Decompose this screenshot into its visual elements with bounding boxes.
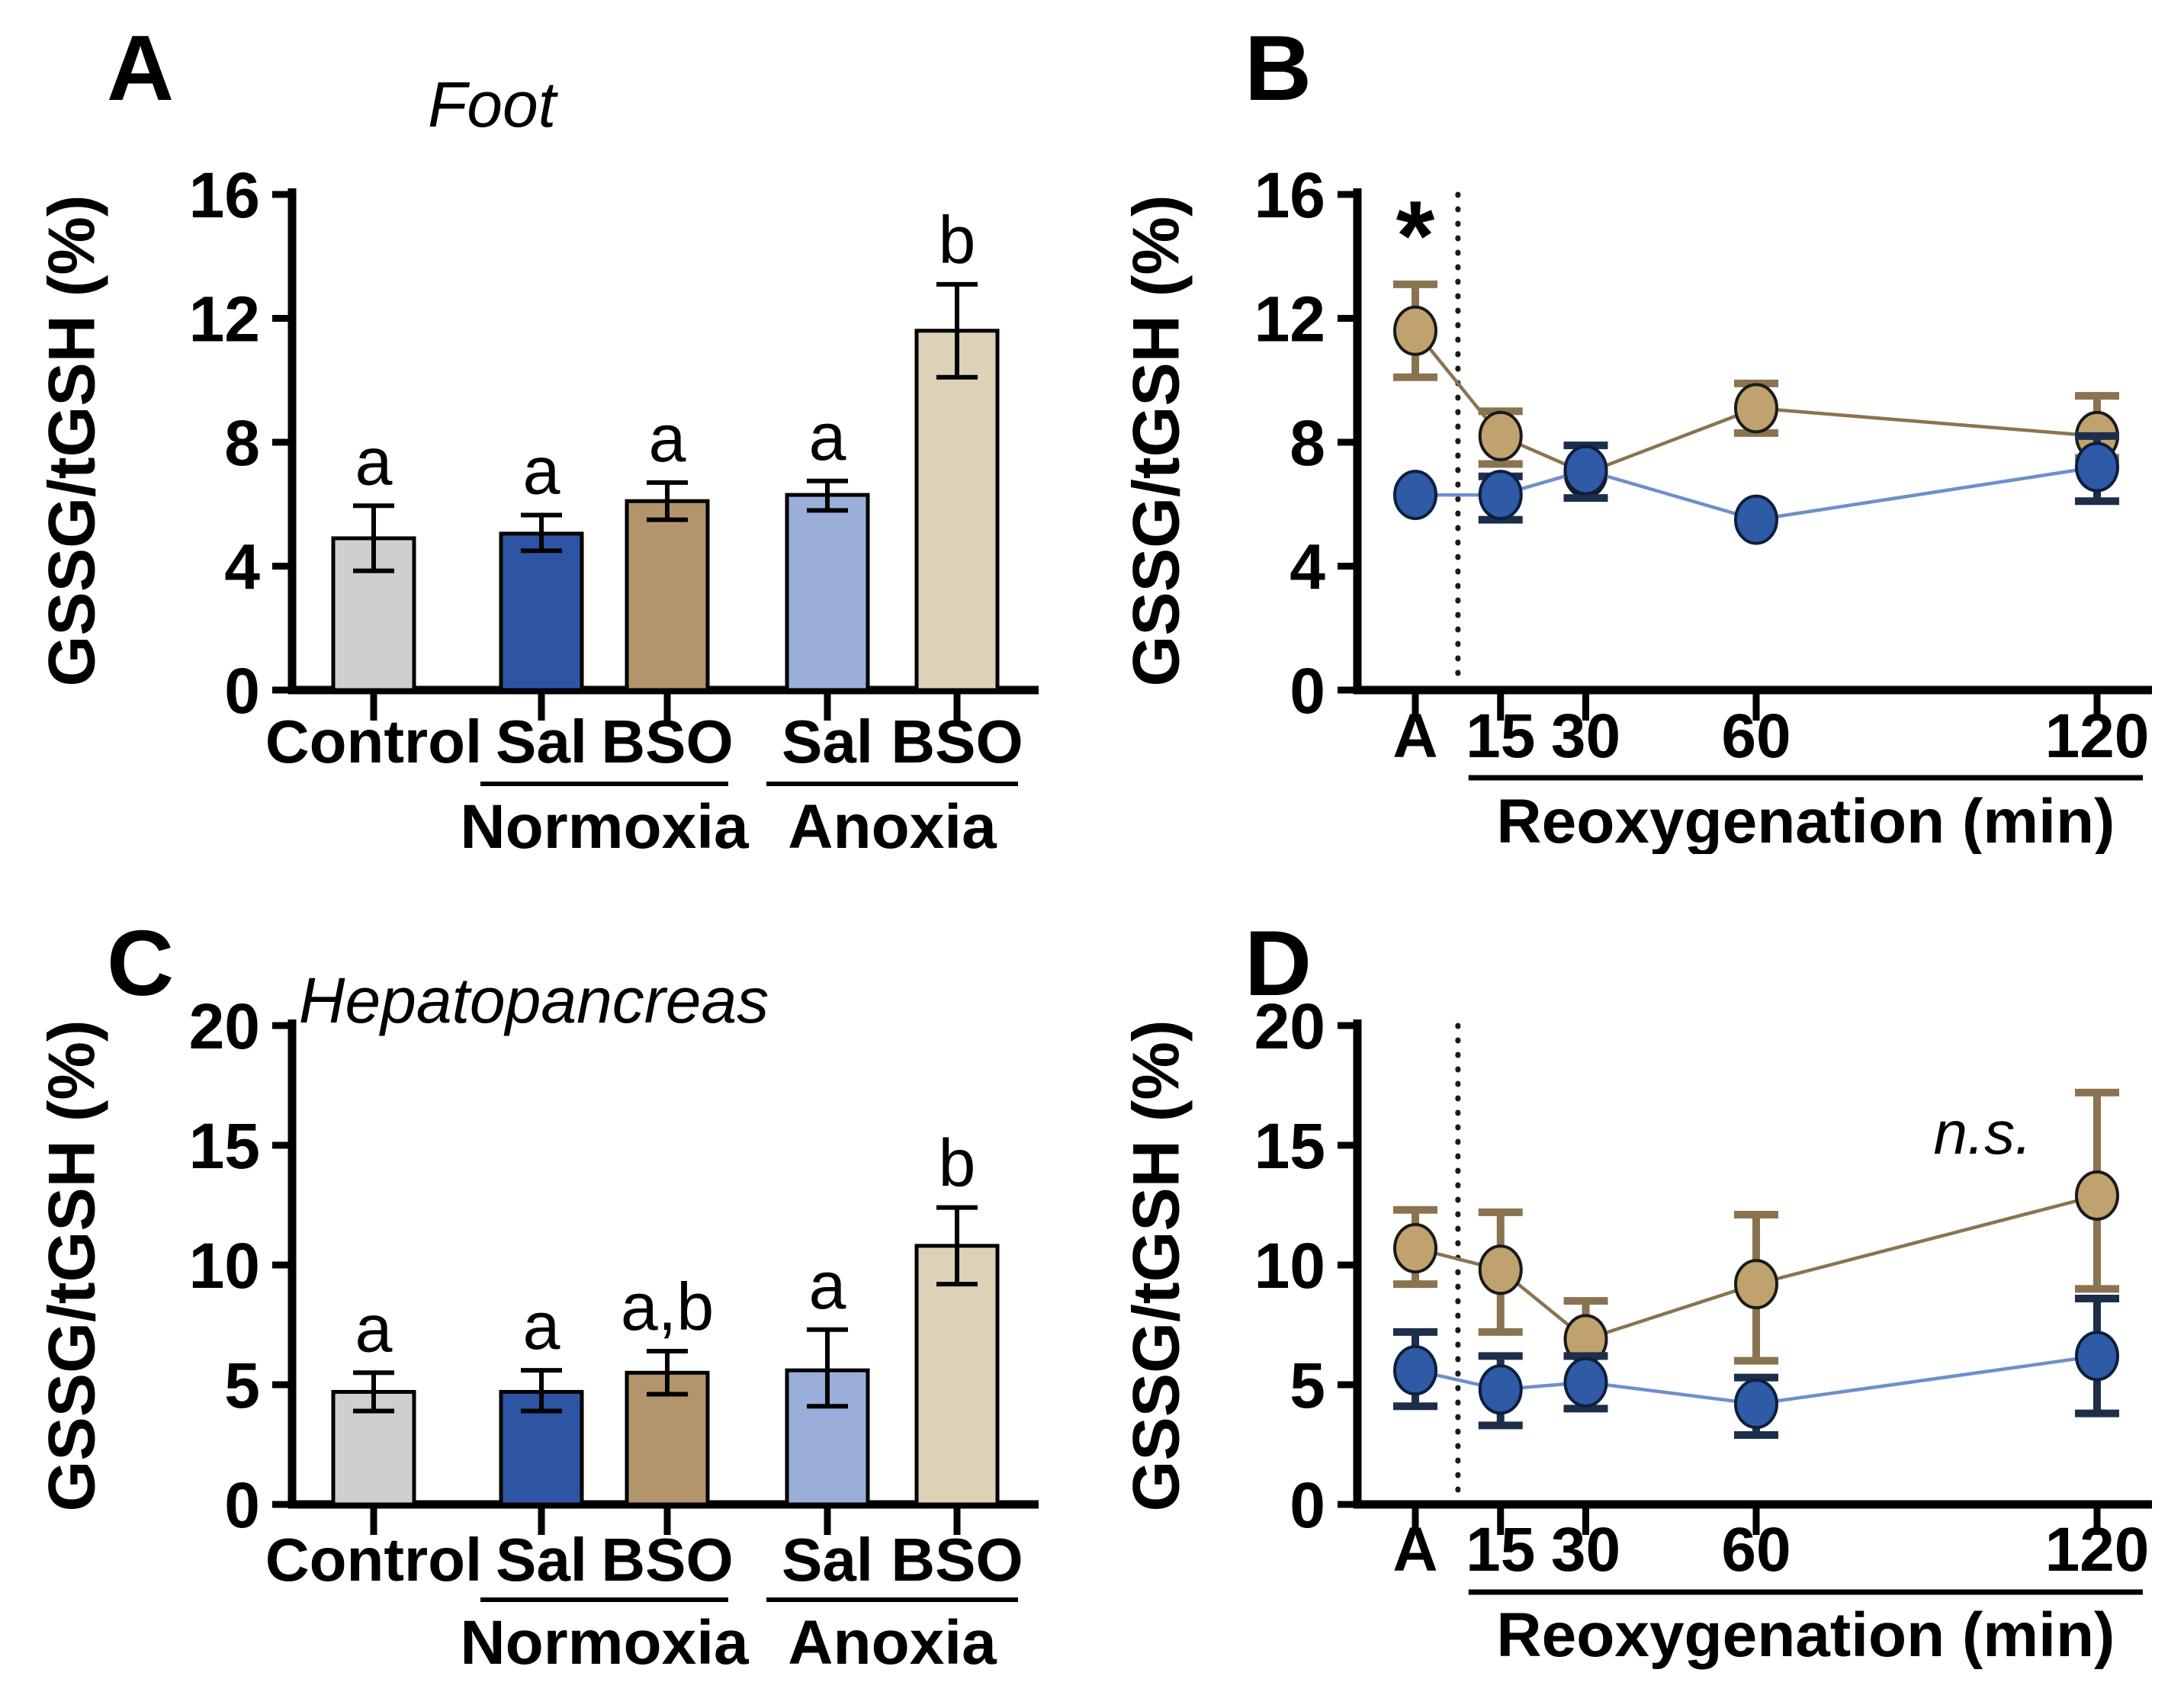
y-tick-label: 0 <box>224 1469 260 1541</box>
bar-sal-1 <box>499 531 584 692</box>
marker-tan-circles-120 <box>2075 1170 2119 1221</box>
panel-letter: A <box>107 16 175 120</box>
group-label: Anoxia <box>788 792 997 854</box>
y-tick-label: 4 <box>1290 531 1325 603</box>
y-tick-label: 4 <box>224 531 260 603</box>
y-tick-label: 8 <box>1290 407 1325 479</box>
group-label: Normoxia <box>460 792 750 854</box>
significance-star: * <box>1396 180 1435 291</box>
marker-blue-circles-60 <box>1734 494 1778 545</box>
y-tick-label: 0 <box>1290 1469 1325 1541</box>
y-tick-label: 8 <box>224 407 260 479</box>
sig-letter: a <box>355 423 393 499</box>
marker-tan-circles-60 <box>1734 383 1778 434</box>
x-tick-label: 60 <box>1721 1515 1791 1584</box>
y-tick-label: 20 <box>189 990 260 1062</box>
x-category-label: BSO <box>891 1526 1023 1594</box>
x-tick-label: 30 <box>1551 1515 1620 1584</box>
panel-letter: C <box>107 911 175 1015</box>
y-tick-label: 12 <box>189 284 260 355</box>
x-tick-label: A <box>1392 1515 1437 1584</box>
y-tick-label: 12 <box>1254 284 1325 355</box>
x-tick-label: 30 <box>1551 702 1620 771</box>
sig-letter: a,b <box>621 1269 714 1344</box>
sig-letter: a <box>355 1290 393 1366</box>
marker-blue-circles-15 <box>1478 470 1523 521</box>
x-tick-label: A <box>1392 702 1437 771</box>
marker-tan-circles-60 <box>1734 1259 1778 1310</box>
x-category-label: Control <box>265 708 482 775</box>
sig-letter: a <box>523 432 560 508</box>
y-tick-label: 0 <box>224 655 260 727</box>
marker-blue-circles-30 <box>1563 1356 1608 1408</box>
y-tick-label: 16 <box>189 159 260 231</box>
y-tick-label: 20 <box>1254 990 1325 1062</box>
sig-letter: a <box>809 399 846 474</box>
y-tick-label: 15 <box>189 1110 260 1182</box>
y-tick-label: 15 <box>1254 1110 1325 1182</box>
bar-bso-4 <box>914 329 1000 692</box>
sig-letter: a <box>523 1288 560 1363</box>
x-category-label: Control <box>265 1526 482 1594</box>
marker-tan-circles-15 <box>1478 1244 1523 1295</box>
x-tick-label: 60 <box>1721 702 1791 771</box>
x-axis-label: Reoxygenation (min) <box>1496 1600 2115 1670</box>
group-label: Normoxia <box>460 1608 750 1678</box>
x-axis-label: Reoxygenation (min) <box>1496 787 2115 854</box>
sig-letter: b <box>939 202 976 278</box>
ns-annotation: n.s. <box>1934 1099 2032 1167</box>
sig-letter: a <box>649 400 686 476</box>
y-tick-label: 10 <box>1254 1230 1325 1302</box>
bar-bso-2 <box>625 499 710 692</box>
bar-bso-4 <box>914 1244 1000 1507</box>
marker-tan-circles-A <box>1393 1223 1437 1274</box>
y-tick-label: 5 <box>1290 1350 1325 1421</box>
marker-blue-circles-15 <box>1478 1364 1523 1415</box>
panel-letter: D <box>1245 911 1312 1015</box>
panel-title: Hepatopancreas <box>298 965 769 1036</box>
marker-blue-circles-30 <box>1563 445 1608 496</box>
sig-letter: b <box>939 1125 976 1201</box>
group-label: Anoxia <box>788 1608 997 1678</box>
marker-blue-circles-A <box>1393 1345 1437 1396</box>
x-tick-label: 15 <box>1466 702 1535 771</box>
bar-control-0 <box>331 536 416 692</box>
x-category-label: BSO <box>601 1526 733 1594</box>
x-category-label: Sal <box>782 708 873 775</box>
y-tick-label: 5 <box>224 1350 260 1421</box>
x-tick-label: 15 <box>1466 1515 1535 1584</box>
x-category-label: BSO <box>601 708 733 775</box>
marker-blue-circles-120 <box>2075 441 2119 493</box>
y-tick-label: 10 <box>189 1230 260 1302</box>
y-tick-label: 16 <box>1254 159 1325 231</box>
x-category-label: Sal <box>496 1526 587 1594</box>
x-tick-label: 120 <box>2045 702 2150 771</box>
marker-blue-circles-60 <box>1734 1379 1778 1430</box>
bar-sal-3 <box>785 493 870 692</box>
x-category-label: Sal <box>496 708 587 775</box>
x-category-label: BSO <box>891 708 1023 775</box>
marker-blue-circles-120 <box>2075 1331 2119 1382</box>
x-tick-label: 120 <box>2045 1515 2150 1584</box>
marker-tan-circles-A <box>1393 305 1437 356</box>
y-tick-label: 0 <box>1290 655 1325 727</box>
marker-tan-circles-15 <box>1478 410 1523 461</box>
panel-title: Foot <box>427 69 557 140</box>
sig-letter: a <box>809 1247 846 1323</box>
x-category-label: Sal <box>782 1526 873 1594</box>
panel-letter: B <box>1245 16 1312 120</box>
marker-blue-circles-A <box>1393 470 1437 521</box>
